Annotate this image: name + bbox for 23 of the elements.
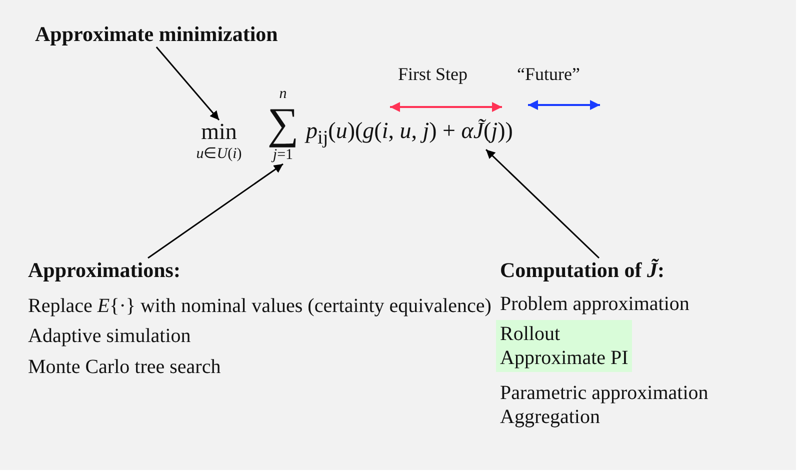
- list-item: Aggregation: [500, 405, 600, 429]
- arrow: [486, 149, 600, 259]
- arrow: [156, 46, 220, 120]
- superscript: n: [278, 86, 288, 102]
- subscript: j=1: [271, 147, 294, 164]
- list-item: Monte Carlo tree search: [28, 356, 221, 379]
- highlight-box: [496, 320, 632, 372]
- operator: min: [200, 120, 238, 144]
- heading: Approximate minimization: [35, 22, 278, 47]
- span-label: “Future”: [517, 64, 580, 85]
- formula: p$_{ij}$(u)(g(i, u, j) + αJ̃(j)): [306, 118, 513, 150]
- list-item: Problem approximation: [500, 293, 690, 316]
- summation-symbol: ∑: [266, 102, 300, 146]
- heading: Approximations:: [28, 258, 180, 283]
- list-item: Replace E{·} with nominal values (certainty equivalence): [28, 294, 492, 319]
- list-item: Approximate PI: [500, 346, 628, 370]
- list-item: Adaptive simulation: [28, 325, 191, 348]
- arrow: [148, 163, 284, 259]
- list-item: Parametric approximation: [500, 381, 708, 405]
- list-item: Rollout: [500, 322, 560, 346]
- heading: Computation of J̃:: [500, 258, 665, 283]
- subscript: u∈U(i): [195, 145, 243, 163]
- span-label: First Step: [398, 64, 468, 85]
